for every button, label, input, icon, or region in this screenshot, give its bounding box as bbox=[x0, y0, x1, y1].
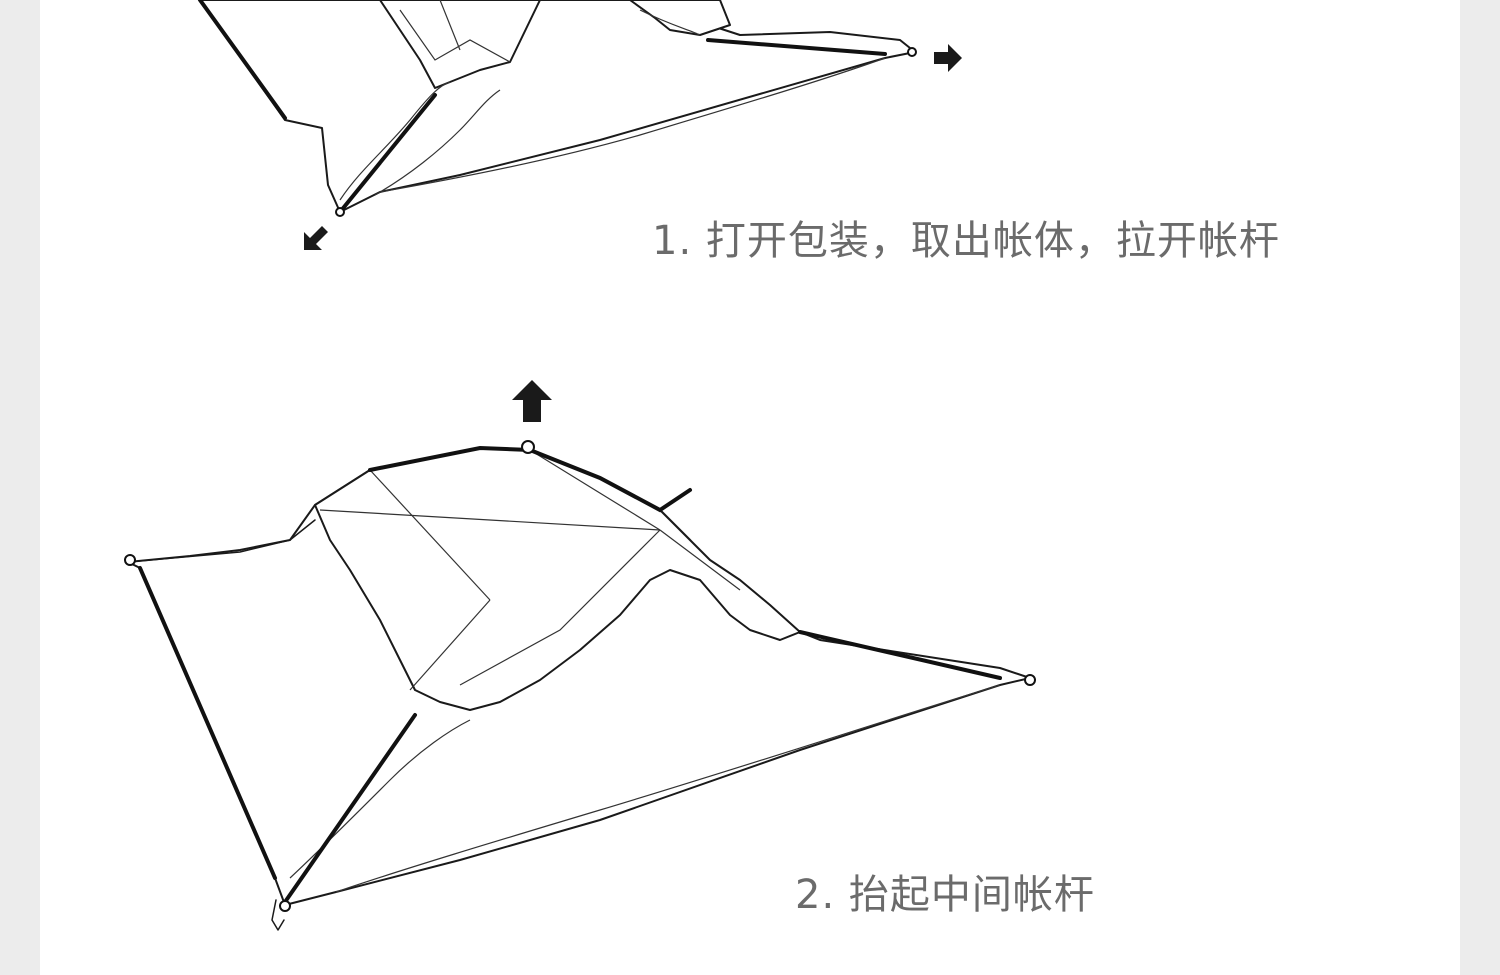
step-1-caption: 1. 打开包装，取出帐体，拉开帐杆 bbox=[652, 208, 1280, 266]
arrow-right-icon bbox=[930, 40, 966, 76]
step-2-caption: 2. 抬起中间帐杆 bbox=[795, 862, 1095, 920]
arrow-down-left-icon bbox=[300, 220, 334, 254]
arrow-up-icon bbox=[510, 378, 554, 424]
instruction-panel: 1. 打开包装，取出帐体，拉开帐杆 2. 抬起中间帐杆 bbox=[40, 0, 1460, 975]
